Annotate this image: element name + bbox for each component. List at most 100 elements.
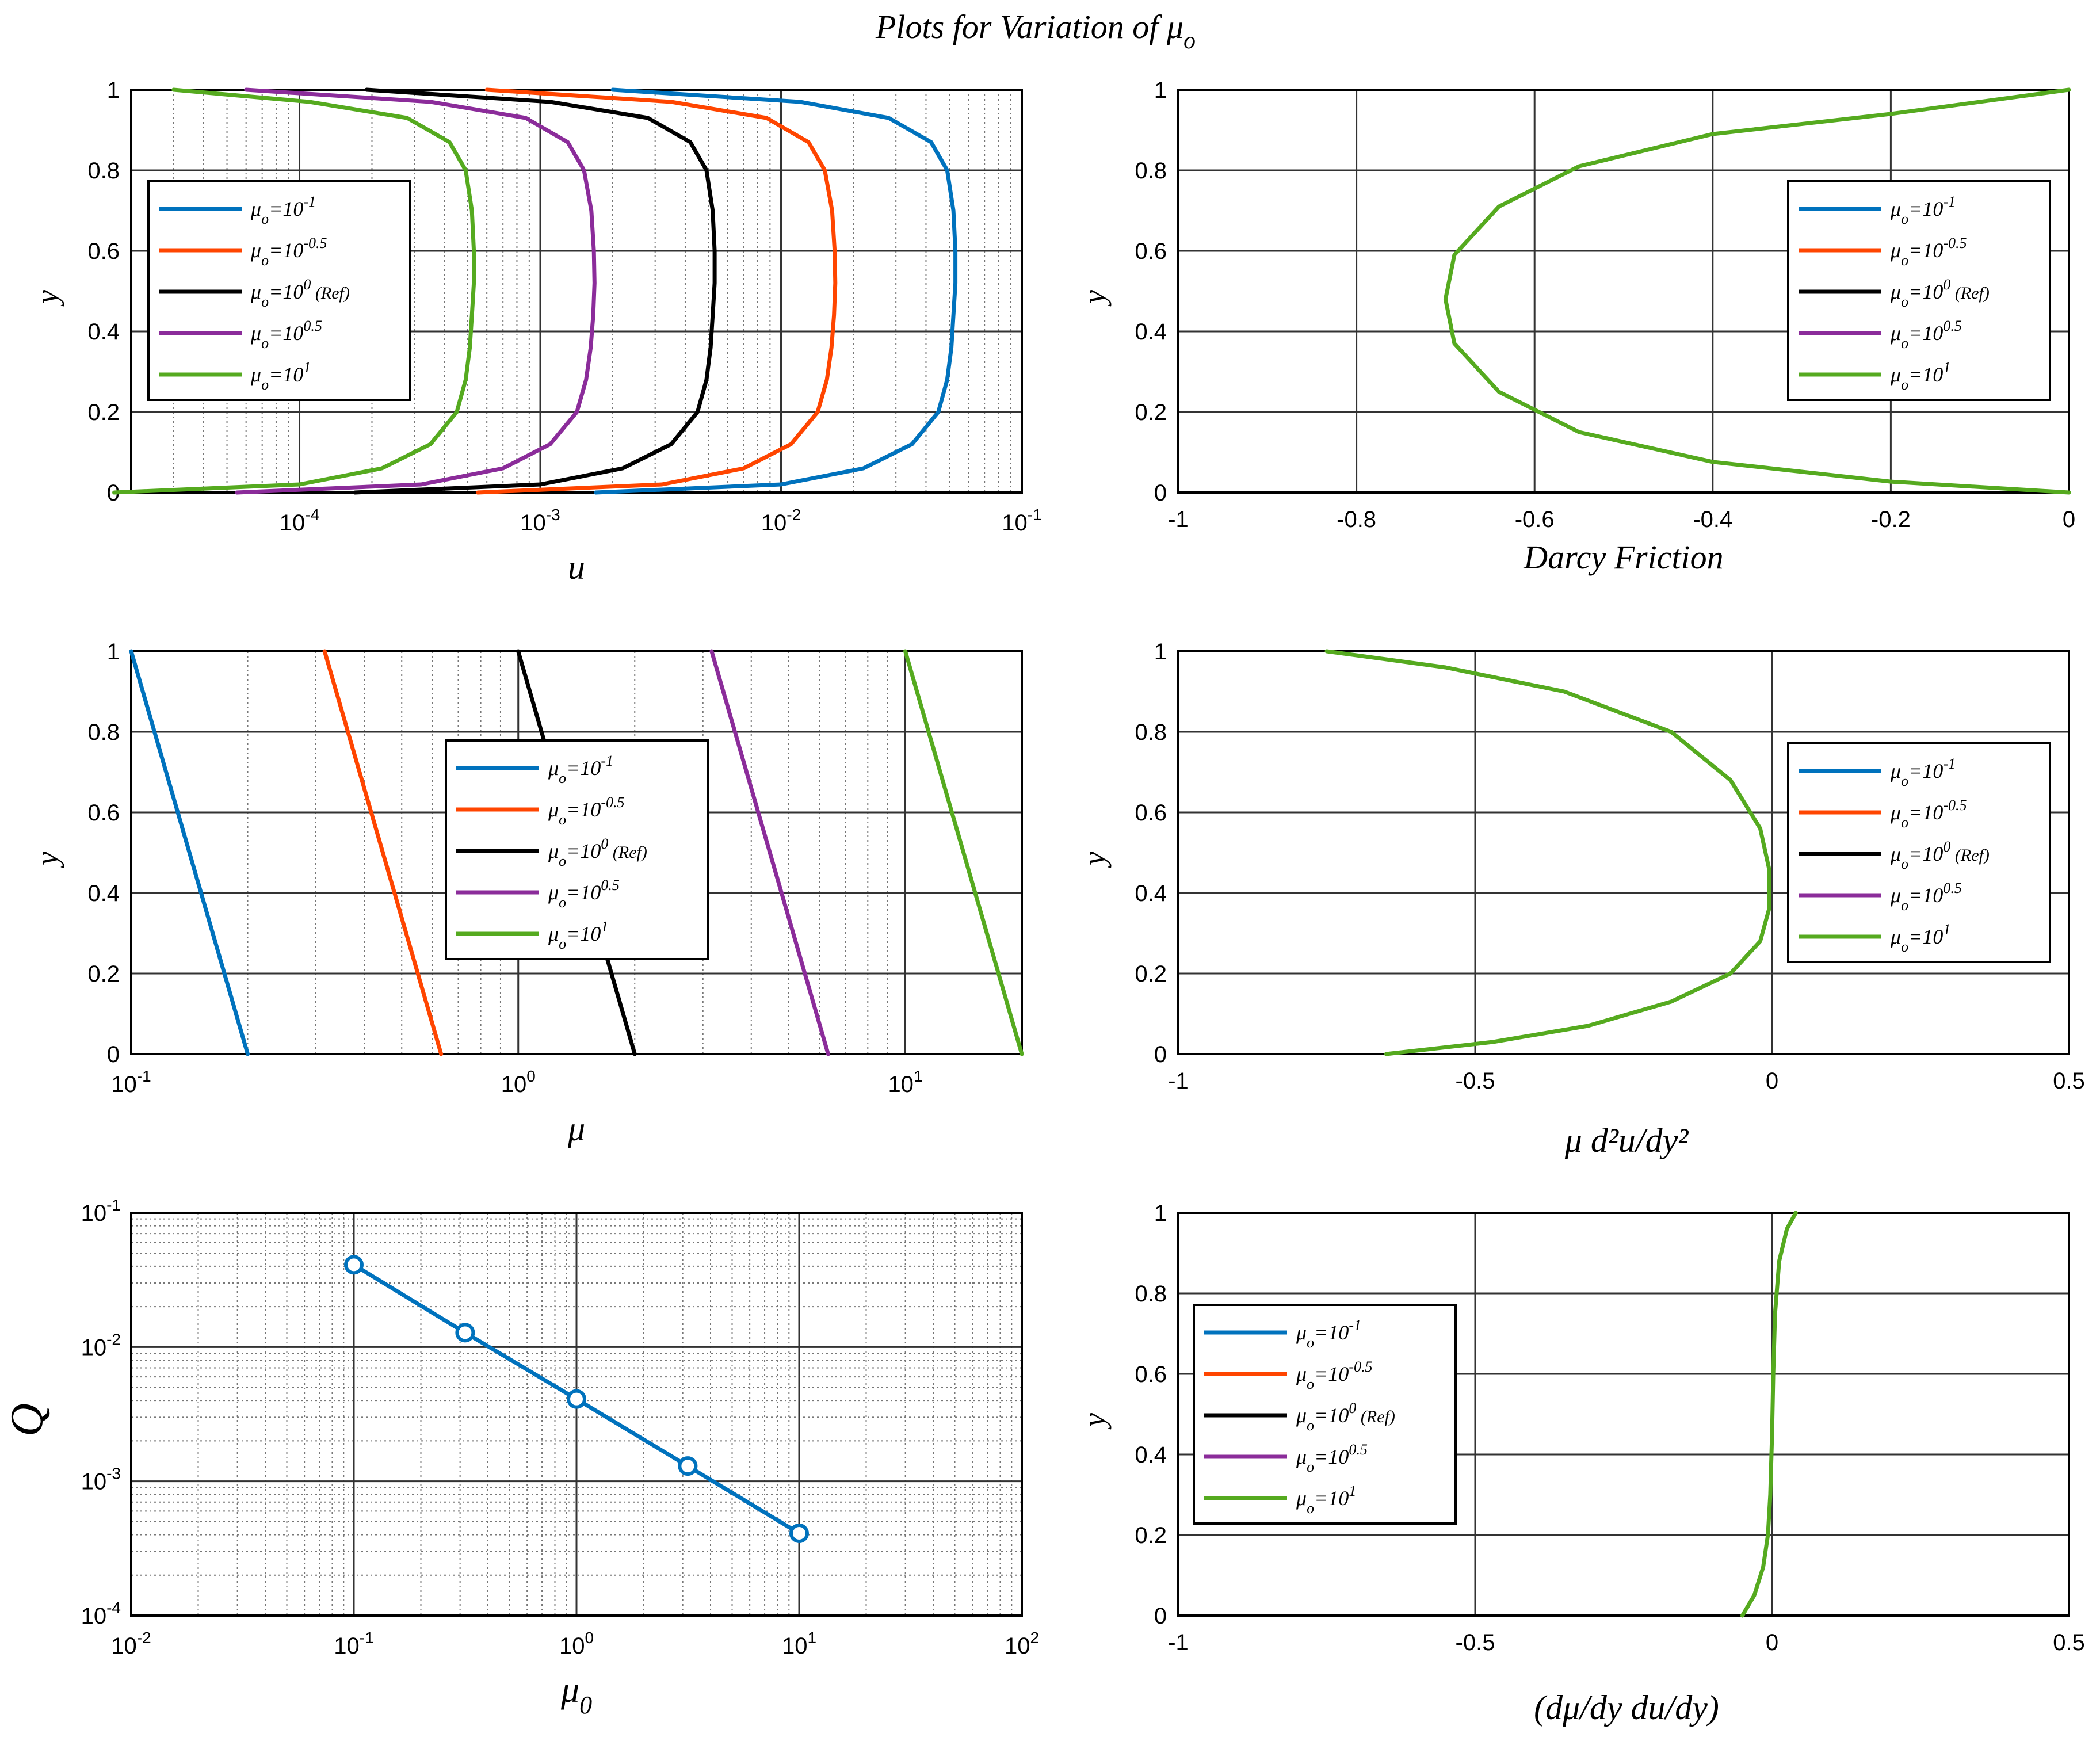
legend-exponent: 0.5 xyxy=(1943,880,1962,896)
legend-base: μ xyxy=(1890,239,1901,262)
tick-base: 10 xyxy=(81,1603,107,1629)
y-tick-label: 1 xyxy=(1154,1201,1167,1226)
legend-label: μo=100 (Ref) xyxy=(1890,838,1990,872)
x-tick-label: 0 xyxy=(1766,1068,1778,1094)
x-tick-label: -1 xyxy=(1168,1630,1189,1655)
tick-base: 10 xyxy=(1002,510,1028,536)
legend-exponent: -1 xyxy=(303,193,316,210)
legend-label: μo=101 xyxy=(1890,359,1950,393)
tick-base: 10 xyxy=(782,1633,808,1659)
legend-base: μ xyxy=(1890,842,1901,865)
tick-exponent: -3 xyxy=(106,1465,121,1483)
legend-label: μo=10-0.5 xyxy=(1890,797,1967,831)
y-tick-label: 0.6 xyxy=(1135,239,1167,264)
y-tick-label: 0.2 xyxy=(1135,400,1167,425)
data-point xyxy=(344,1255,364,1275)
tick-base: 10 xyxy=(81,1201,107,1226)
y-tick-label: 1 xyxy=(1154,639,1167,665)
tick-exponent: 2 xyxy=(1030,1629,1039,1647)
tick-exponent: -2 xyxy=(137,1629,151,1647)
axis-labels: μ0Q xyxy=(2,1403,592,1719)
y-tick-label: 10-1 xyxy=(81,1196,121,1226)
y-tick-label: 0.4 xyxy=(87,881,120,906)
legend-exponent: 0.5 xyxy=(303,318,322,334)
x-tick-label: -0.4 xyxy=(1693,507,1732,532)
y-tick-label: 10-2 xyxy=(81,1330,121,1360)
legend-base: μ xyxy=(548,798,559,821)
series-line-0 xyxy=(1324,649,1771,1056)
y-tick-label: 0.8 xyxy=(1135,158,1167,184)
x-tick-label: 10-3 xyxy=(520,506,560,536)
series xyxy=(1443,87,2071,495)
legend-subscript: o xyxy=(559,770,566,786)
legend-subscript: o xyxy=(559,936,566,952)
tick-base: 10 xyxy=(559,1633,585,1659)
y-tick-label: 10-4 xyxy=(81,1599,121,1629)
legend-exponent: -0.5 xyxy=(1349,1358,1372,1375)
y-tick-label: 1 xyxy=(107,639,120,665)
legend-exponent: 1 xyxy=(1943,359,1950,376)
legend-base: μ xyxy=(1296,1445,1307,1468)
legend-subscript: o xyxy=(1901,856,1908,872)
figure-title-subscript: o xyxy=(1183,28,1196,54)
x-tick-label: 100 xyxy=(559,1629,594,1659)
tick-exponent: -4 xyxy=(106,1599,121,1617)
x-tick-label: -0.8 xyxy=(1337,507,1376,532)
tick-exponent: -1 xyxy=(137,1067,151,1085)
y-tick-label: 0.8 xyxy=(1135,1281,1167,1307)
tick-base: 10 xyxy=(280,510,306,536)
legend-label: μo=10-1 xyxy=(1296,1317,1361,1351)
legend-eq: =10 xyxy=(1314,1321,1349,1344)
legend-eq: =10 xyxy=(1908,925,1943,948)
legend-subscript: o xyxy=(559,853,566,869)
series-line-3 xyxy=(235,87,597,495)
legend-base: μ xyxy=(548,757,559,780)
series xyxy=(112,87,958,495)
x-tick-label: 0.5 xyxy=(2053,1630,2085,1655)
legend-exponent: 1 xyxy=(303,359,311,376)
legend-eq: =10 xyxy=(1908,842,1943,865)
series xyxy=(1324,649,1771,1056)
tick-base: 10 xyxy=(501,1072,527,1097)
legend-base: μ xyxy=(250,322,261,345)
legend-eq: =10 xyxy=(1908,363,1943,386)
legend-exponent: 0 xyxy=(601,835,608,852)
legend-subscript: o xyxy=(1307,1376,1314,1392)
tick-exponent: 0 xyxy=(585,1629,594,1647)
tick-exponent: -2 xyxy=(786,506,801,524)
series-line-4 xyxy=(112,87,476,495)
legend-subscript: o xyxy=(559,894,566,911)
x-axis-label: u xyxy=(568,548,585,586)
y-tick-label: 0.4 xyxy=(87,319,120,345)
y-tick-label: 0.8 xyxy=(87,158,120,184)
legend-exponent: 0 xyxy=(303,276,311,293)
legend-label: μo=100.5 xyxy=(1890,880,1962,914)
figure-title: Plots for Variation of μo xyxy=(875,8,1196,54)
legend-exponent: -1 xyxy=(601,753,613,769)
legend-subscript: o xyxy=(1901,293,1908,310)
legend-subscript: o xyxy=(261,293,269,310)
legend-label: μo=100.5 xyxy=(250,318,322,352)
legend-subscript: o xyxy=(1307,1500,1314,1517)
plot-frame xyxy=(130,89,1023,494)
legend-label: μo=10-1 xyxy=(250,193,316,227)
series-line-0 xyxy=(129,649,250,1056)
legend-base: μ xyxy=(1296,1321,1307,1344)
series-line-3 xyxy=(709,649,830,1056)
legend-exponent: 0.5 xyxy=(1943,318,1962,334)
plot-frame xyxy=(1177,89,2070,494)
legend-exponent: 0.5 xyxy=(601,877,620,894)
legend-exponent: -0.5 xyxy=(601,794,624,811)
y-tick-label: 0 xyxy=(1154,480,1167,506)
legend-exponent: -0.5 xyxy=(1943,797,1967,814)
legend-base: μ xyxy=(1890,925,1901,948)
legend-base: μ xyxy=(548,839,559,862)
